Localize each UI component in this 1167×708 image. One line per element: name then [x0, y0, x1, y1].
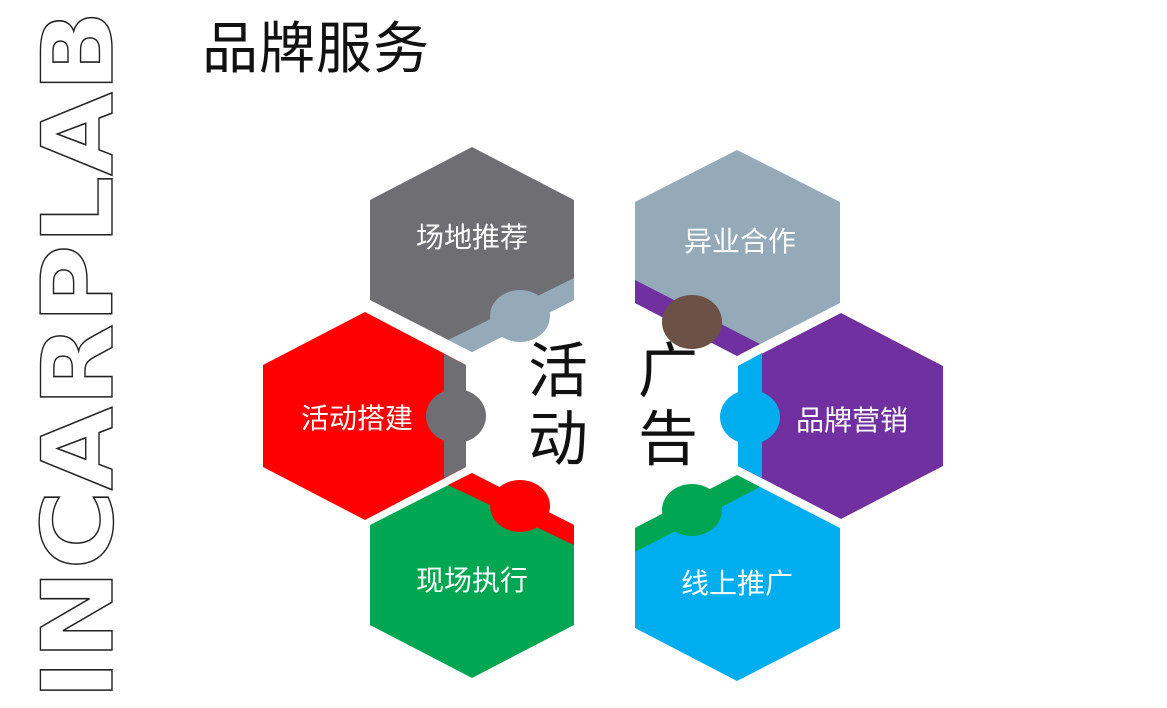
hex-brand-marketing-label: 品牌营销 — [796, 404, 908, 437]
brand-vertical-logo: INCARPLAB — [21, 9, 130, 700]
hex-crossover-label: 异业合作 — [684, 225, 796, 258]
connector-right-bottom — [662, 484, 722, 536]
connector-left-bottom — [490, 480, 550, 532]
hex-online-label: 线上推广 — [681, 567, 793, 600]
hex-event-build-label: 活动搭建 — [301, 402, 413, 435]
center-left-char-1: 活 — [528, 337, 588, 407]
brand-text: INCARPLAB — [22, 10, 130, 700]
center-right-char-1: 广 — [638, 337, 698, 407]
connector-left-top — [490, 290, 550, 342]
hex-event-build: 活动搭建 — [263, 312, 466, 520]
connector-right-middle — [720, 390, 780, 444]
hex-onsite-label: 现场执行 — [416, 564, 528, 597]
center-left-char-2: 动 — [528, 405, 588, 475]
hex-event-build-shape — [263, 312, 466, 520]
page-title: 品牌服务 — [202, 17, 430, 82]
center-right-char-2: 告 — [638, 405, 698, 475]
hex-brand-marketing-shape — [738, 313, 943, 519]
connector-left-middle — [426, 389, 486, 443]
hex-venue-label: 场地推荐 — [416, 221, 528, 254]
connector-right-top — [662, 295, 722, 349]
